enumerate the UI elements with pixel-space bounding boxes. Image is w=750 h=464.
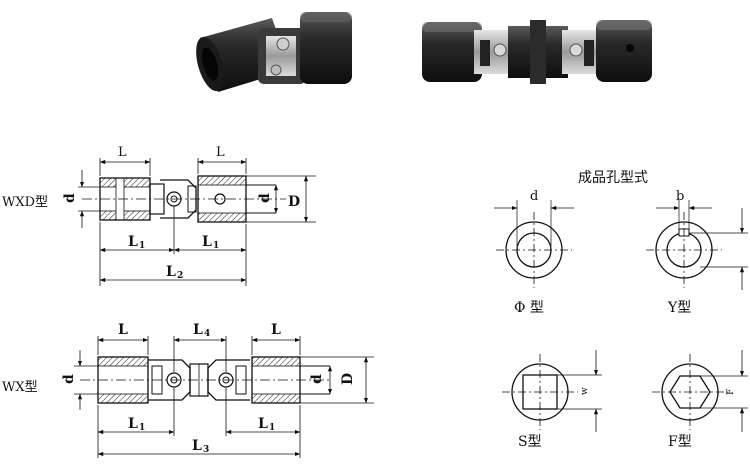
wx-drawing: WX型 L L 4 (2, 322, 374, 458)
wx-L4: L (193, 322, 203, 338)
bore-hex-label: F型 (668, 434, 692, 450)
wx-L3: L (192, 438, 202, 454)
photo-single-joint (196, 12, 352, 92)
wx-L4-sub: 4 (204, 329, 210, 339)
wxd-d-right: d (257, 193, 273, 203)
wx-L1-left: L (128, 416, 138, 432)
bore-square-label: S型 (518, 434, 542, 450)
bore-keyway: b Y型 (646, 189, 748, 316)
wx-L1-left-sub: 1 (139, 423, 145, 433)
wx-d-right: d (309, 374, 325, 384)
wx-D: D (340, 373, 356, 385)
bore-hex: F F型 (652, 350, 748, 450)
wx-L-left: L (118, 322, 128, 338)
bore-types: 成品孔型式 d Φ 型 b (494, 170, 748, 450)
photo-double-joint (422, 20, 652, 84)
wx-d-left: d (61, 374, 77, 384)
wxd-L2: L (166, 264, 176, 280)
bore-keyway-dim: b (676, 189, 684, 204)
bore-round-label: Φ 型 (514, 300, 544, 316)
wxd-drawing: WXD型 L L (2, 145, 316, 286)
bore-square-dim: w (580, 387, 590, 395)
bore-round-dim: d (530, 189, 538, 204)
wxd-L-right: L (216, 145, 225, 160)
wxd-L1-left: L (128, 234, 138, 250)
wx-L1-right-sub: 1 (269, 423, 275, 433)
wx-L-right: L (271, 322, 281, 338)
bore-keyway-label: Y型 (667, 300, 691, 316)
wxd-model-label: WXD型 (2, 195, 48, 210)
wxd-L-left: L (118, 145, 127, 160)
wxd-D: D (288, 194, 300, 210)
bore-types-title: 成品孔型式 (578, 170, 648, 186)
wxd-L1-right-sub: 1 (213, 241, 219, 251)
bore-round: d Φ 型 (494, 189, 574, 316)
wx-L3-sub: 3 (203, 445, 209, 455)
wxd-d-left: d (62, 193, 78, 203)
wxd-L1-right: L (202, 234, 212, 250)
wxd-L1-left-sub: 1 (139, 241, 145, 251)
wx-L1-right: L (258, 416, 268, 432)
bore-square: w S型 (502, 350, 602, 450)
wx-model-label: WX型 (2, 380, 38, 395)
wxd-L2-sub: 2 (177, 271, 183, 281)
bore-hex-dim: F (726, 389, 736, 395)
